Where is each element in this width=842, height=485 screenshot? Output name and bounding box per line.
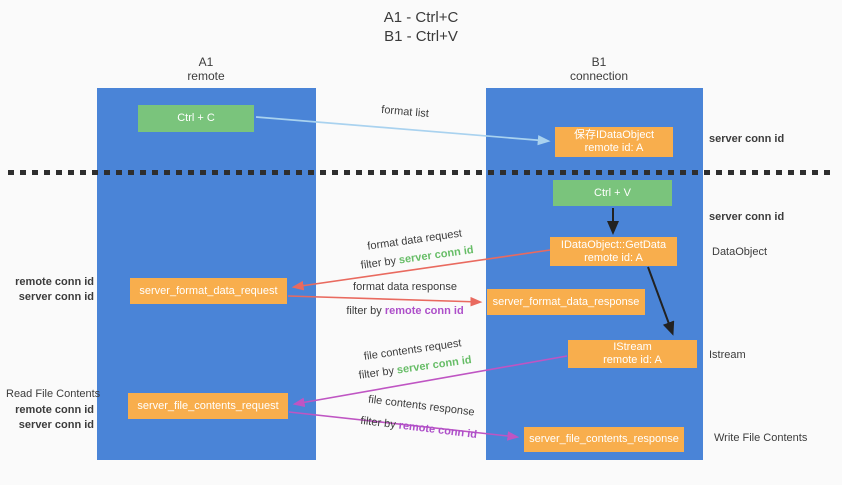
file-contents-response-label: file contents response filter by remote … [348, 392, 491, 444]
title-line-2: B1 - Ctrl+V [384, 28, 458, 45]
node-ctrl-c-label: Ctrl + C [177, 112, 215, 124]
node-ctrl-v: Ctrl + V [553, 180, 672, 206]
right-server-conn-id-top: server conn id [709, 133, 785, 145]
remote-conn-id-text: remote conn id [384, 305, 464, 317]
node-file-request-label: server_file_contents_request [137, 399, 279, 412]
right-istream-label: Istream [709, 349, 746, 361]
left-read-file-contents-label: Read File Contents [6, 388, 101, 400]
format-list-text: format list [380, 103, 430, 121]
lane-b1-name: B1 [591, 55, 607, 69]
left-server-conn-id-1: server conn id [18, 291, 94, 303]
filter-by-text: filter by [358, 364, 398, 382]
node-istream: IStream remote id: A [568, 340, 697, 368]
filter-by-text: filter by [360, 254, 400, 272]
node-format-response-label: server_format_data_response [492, 295, 640, 308]
node-getdata-line2: remote id: A [584, 251, 643, 264]
format-list-label: format list [355, 102, 456, 124]
lane-header-a1: A1 remote [136, 55, 276, 83]
format-data-response-label: format data response filter by remote co… [340, 281, 470, 318]
node-ctrl-c: Ctrl + C [138, 105, 254, 132]
lane-b1-sub: connection [569, 69, 629, 83]
format-data-response-text: format data response [353, 281, 457, 293]
format-data-request-label: format data request filter by server con… [348, 225, 483, 274]
node-server-format-data-response: server_format_data_response [487, 289, 645, 315]
right-write-file-contents-label: Write File Contents [714, 432, 808, 444]
left-remote-conn-id-1: remote conn id [15, 276, 94, 288]
node-idataobject-getdata: IDataObject::GetData remote id: A [550, 237, 677, 266]
node-save-idataobject-line2: remote id: A [584, 142, 644, 154]
node-format-request-label: server_format_data_request [139, 284, 278, 297]
right-dataobject-label: DataObject [712, 246, 768, 258]
right-server-conn-id-mid: server conn id [709, 211, 785, 223]
left-server-conn-id-2: server conn id [18, 419, 94, 431]
copy-paste-divider-line [8, 170, 834, 175]
left-remote-conn-id-2: remote conn id [15, 404, 94, 416]
filter-by-text: filter by [359, 414, 400, 432]
node-ctrl-v-label: Ctrl + V [594, 186, 631, 199]
lane-a1-name: A1 [198, 55, 214, 69]
remote-conn-id-text: remote conn id [397, 419, 478, 442]
format-response-filter-text: filter by remote conn id [340, 305, 470, 318]
node-istream-line2: remote id: A [603, 354, 662, 366]
node-server-file-contents-request: server_file_contents_request [128, 393, 288, 419]
node-file-response-label: server_file_contents_response [529, 433, 679, 445]
node-getdata-line1: IDataObject::GetData [560, 238, 667, 251]
node-server-format-data-request: server_format_data_request [130, 278, 287, 304]
node-save-idataobject: 保存IDataObject remote id: A [555, 127, 673, 157]
node-server-file-contents-response: server_file_contents_response [524, 427, 684, 452]
diagram-title: A1 - Ctrl+C B1 - Ctrl+V [0, 8, 842, 46]
filter-by-text: filter by [346, 305, 385, 317]
lane-a1-sub: remote [187, 69, 225, 83]
node-istream-line1: IStream [613, 341, 652, 353]
title-line-1: A1 - Ctrl+C [383, 9, 459, 26]
lane-header-b1: B1 connection [529, 55, 669, 83]
node-save-idataobject-line1: 保存IDataObject [573, 129, 655, 141]
file-contents-request-label: file contents request filter by server c… [346, 335, 481, 384]
